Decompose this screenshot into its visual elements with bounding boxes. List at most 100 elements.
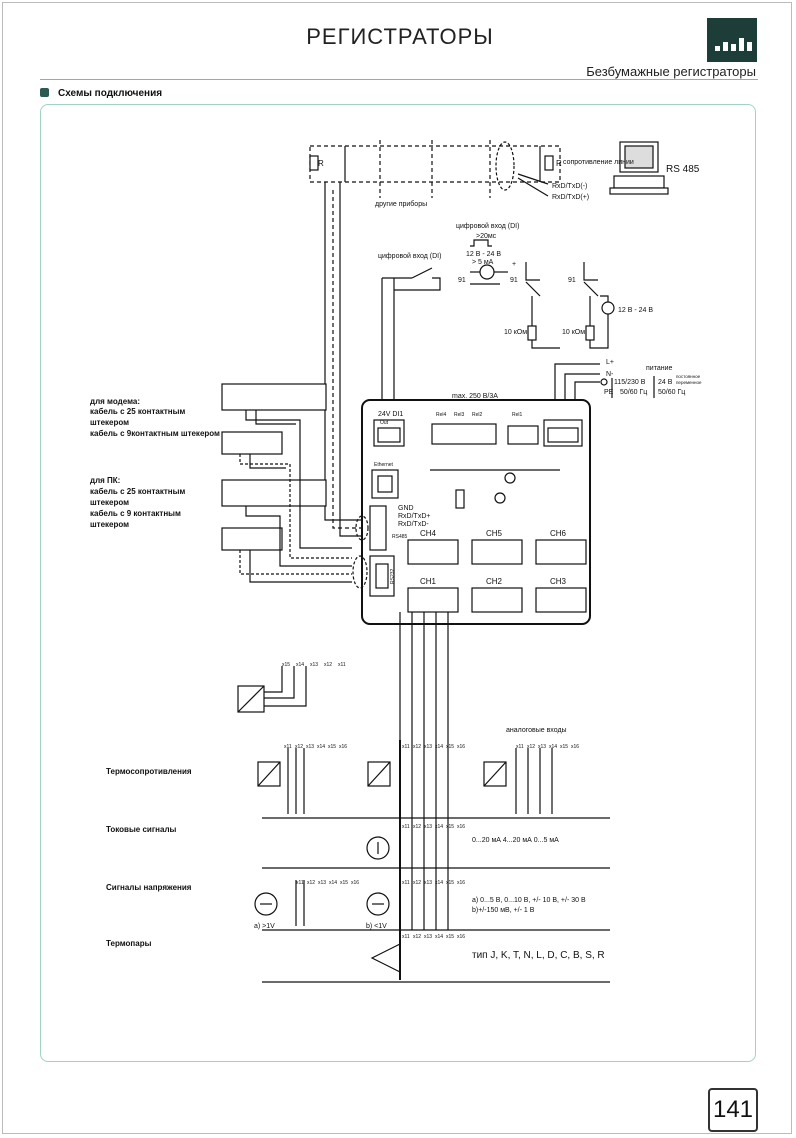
terminal-label: x16 xyxy=(351,880,359,886)
note2-label: переменное xyxy=(676,380,702,385)
terminal-label: x11 xyxy=(402,880,410,886)
terminal-label: x15 xyxy=(446,744,454,750)
terminal-label: x16 xyxy=(457,744,465,750)
pc-label: для ПК: xyxy=(90,476,120,485)
pc-25-caption: кабель с 25 контактным штекером xyxy=(90,487,186,507)
modem-cable-captions: кабель с 25 контактным штекером кабель с… xyxy=(90,406,220,439)
relay1-label: Rel1 xyxy=(512,412,523,418)
terminal-label: x15 xyxy=(340,880,348,886)
header-divider xyxy=(40,79,758,80)
rtd-row-label: Термосопротивления xyxy=(106,767,192,776)
dc-label: 24 В xyxy=(658,379,673,386)
relay2-label: Rel2 xyxy=(472,412,483,418)
modem-9-caption: кабель с 9контактным штекером xyxy=(90,429,220,438)
device-out2-label: Out xyxy=(380,420,389,426)
content-panel xyxy=(40,104,756,1062)
terminal-label: x13 xyxy=(424,824,432,830)
terminal-label: x14 xyxy=(435,744,443,750)
vb-label: b) <1V xyxy=(366,923,387,930)
range-label: 12 В - 24 В xyxy=(466,251,501,258)
voltage-b-label: b)+/-150 мВ, +/- 1 В xyxy=(472,907,535,914)
terminal-label: x15 xyxy=(446,824,454,830)
ch2-label: CH2 xyxy=(486,577,503,586)
relay3-label: Rel3 xyxy=(454,412,465,418)
terminal-label: x13 xyxy=(424,934,432,940)
rs485-dev-label: RS485 xyxy=(392,534,408,540)
rxd-plus-dev-label: RxD/TxD+ xyxy=(398,513,430,520)
terminal-label: x12 xyxy=(295,744,303,750)
di-top-label: цифровой вход (DI) xyxy=(456,222,519,230)
brand-logo xyxy=(707,18,757,62)
tc-row-label: Термопары xyxy=(106,939,152,948)
db9-connector-modem xyxy=(221,431,283,455)
terminal-label: x16 xyxy=(571,744,579,750)
t91a-label: 91 xyxy=(458,277,466,284)
terminal-label: x11 xyxy=(296,880,304,886)
di-source-icon xyxy=(479,264,495,280)
terminal-label: x14 xyxy=(435,934,443,940)
t91b-label: 91 xyxy=(510,277,518,284)
db25-connector-pc xyxy=(221,479,327,507)
terminal-label: x15 xyxy=(446,880,454,886)
r-right-resistor xyxy=(544,155,554,171)
pe-label: PE xyxy=(604,389,614,396)
ac-f-label: 50/60 Гц xyxy=(620,389,647,396)
terminal-label: x12 xyxy=(413,880,421,886)
nminus-label: N- xyxy=(606,371,614,378)
ch6-label: CH6 xyxy=(550,529,567,538)
terminal-label: x14 xyxy=(296,662,304,668)
power-title: питание xyxy=(646,365,672,372)
shield-ellipse xyxy=(495,141,515,191)
r-right-label: R xyxy=(556,159,562,168)
terminal-label: x13 xyxy=(306,744,314,750)
terminal-label: x15 xyxy=(282,662,290,668)
r1-label: 10 кОм xyxy=(504,329,527,336)
voltage-a-label: a) 0...5 В, 0...10 В, +/- 10 В, +/- 30 В xyxy=(472,897,586,904)
page-title: РЕГИСТРАТОРЫ xyxy=(306,24,494,49)
gnd-label: GND xyxy=(398,505,414,512)
terminal-label: x14 xyxy=(317,744,325,750)
other-devices-label: другие приборы xyxy=(375,200,427,208)
modem-25-caption: кабель с 25 контактным штекером xyxy=(90,407,186,427)
terminal-label: x11 xyxy=(516,744,524,750)
device-max-label: max. 250 В/3А xyxy=(452,393,498,400)
section-title: Схемы подключения xyxy=(58,88,163,99)
rs485-label: RS 485 xyxy=(666,164,700,175)
dc-f-label: 50/60 Гц xyxy=(658,389,685,396)
terminal-label: x14 xyxy=(549,744,557,750)
recorder-device xyxy=(361,399,591,625)
thermocouple-icon xyxy=(370,943,401,973)
current-ranges-label: 0...20 мА 4...20 мА 0...5 мА xyxy=(472,837,559,844)
terminal-label: x16 xyxy=(339,744,347,750)
note1-label: постоянное xyxy=(676,374,701,379)
di-left-label: цифровой вход (DI) xyxy=(378,252,441,260)
rxd-minus-dev-label: RxD/TxD- xyxy=(398,521,429,528)
range2-label: 12 В - 24 В xyxy=(618,307,653,314)
terminal-label: x11 xyxy=(284,744,292,750)
voltage-row-label: Сигналы напряжения xyxy=(106,883,192,892)
r-left-resistor xyxy=(309,155,319,171)
relay4-label: Rel4 xyxy=(436,412,447,418)
terminal-label: x15 xyxy=(560,744,568,750)
ch4-label: CH4 xyxy=(420,529,437,538)
current-row-label: Токовые сигналы xyxy=(106,825,177,834)
terminal-label: x12 xyxy=(324,662,332,668)
r2-label: 10 кОм xyxy=(562,329,585,336)
ch5-label: CH5 xyxy=(486,529,503,538)
device-out-label: 24V DI1 xyxy=(378,411,403,418)
terminal-label: x12 xyxy=(413,934,421,940)
bus-frame xyxy=(309,145,561,183)
plus-label: + xyxy=(512,261,516,268)
terminal-label: x16 xyxy=(457,824,465,830)
terminal-label: x11 xyxy=(338,662,346,668)
terminal-label: x13 xyxy=(424,744,432,750)
terminal-label: x12 xyxy=(413,824,421,830)
terminal-label: x15 xyxy=(446,934,454,940)
terminal-label: x13 xyxy=(538,744,546,750)
rxd-minus-label: RxD/TxD(-) xyxy=(552,183,587,190)
current-label: > 5 мА xyxy=(472,259,494,266)
t91c-label: 91 xyxy=(568,277,576,284)
page-number: 141 xyxy=(708,1088,758,1132)
